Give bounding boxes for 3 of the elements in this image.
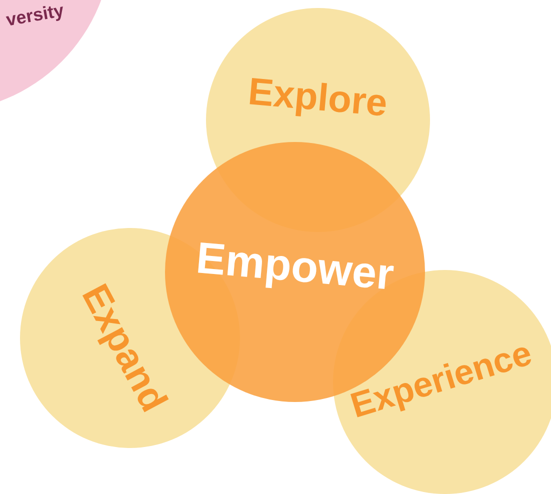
circle-label: versity bbox=[4, 0, 66, 30]
circle-label: Empower bbox=[194, 233, 396, 301]
circle-label: Explore bbox=[246, 70, 390, 126]
